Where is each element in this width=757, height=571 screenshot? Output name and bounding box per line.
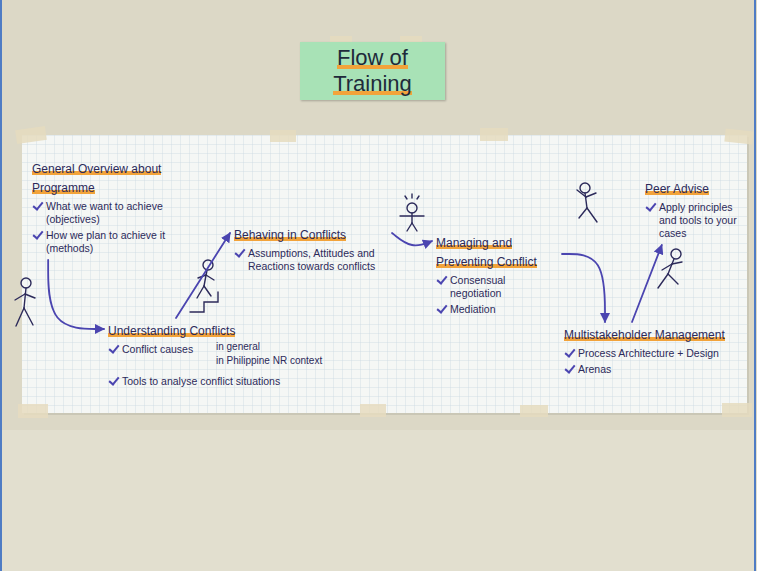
checklist-item: Process Architecture + Design <box>564 347 736 360</box>
tape-strips <box>15 36 753 418</box>
step-heading: Multistakeholder Management <box>564 328 725 342</box>
training-step: Managing and Preventing ConflictConsensu… <box>432 230 562 321</box>
balancing-figure <box>400 194 424 231</box>
checklist-item: Apply principles and tools to your cases <box>645 201 741 240</box>
title-text: Flow of Training <box>333 45 412 96</box>
flow-arrow <box>48 260 104 329</box>
sub-item-text: in Philippine NR context <box>216 355 340 367</box>
checklist-item: Tools to analyse conflict situations <box>108 375 340 388</box>
step-heading: Understanding Conflicts <box>108 324 235 338</box>
walking-figure <box>15 278 35 326</box>
flipchart-paper <box>22 135 747 413</box>
checklist-item: Mediation <box>436 303 558 316</box>
title-card: Flow of Training <box>300 42 445 100</box>
training-step: Multistakeholder ManagementProcess Archi… <box>560 322 740 381</box>
stick-figures <box>15 183 682 326</box>
checklist-item: How we plan to achieve it (methods) <box>32 229 179 255</box>
running-figure <box>658 249 682 288</box>
wall-lower <box>0 430 757 571</box>
jumping-figure <box>577 183 597 222</box>
flow-arrow <box>562 254 605 322</box>
training-step: General Overview about ProgrammeWhat we … <box>28 156 183 260</box>
checklist-item: Consensual negotiation <box>436 274 558 300</box>
training-step: Understanding ConflictsConflict causesin… <box>104 318 344 393</box>
checklist-item: Arenas <box>564 363 736 376</box>
step-heading: Peer Advise <box>645 182 709 196</box>
checklist-item: Assumptions, Attitudes and Reactions tow… <box>234 247 388 273</box>
training-step: Behaving in ConflictsAssumptions, Attitu… <box>230 222 392 278</box>
frame-line <box>754 0 756 571</box>
training-step: Peer AdviseApply principles and tools to… <box>641 176 745 245</box>
flow-arrow <box>392 233 432 245</box>
flow-arrow <box>632 245 662 322</box>
frame-line <box>0 0 2 571</box>
step-heading: General Overview about Programme <box>32 162 161 195</box>
climbing-figure <box>190 260 218 312</box>
checklist-item: What we want to achieve (objectives) <box>32 200 179 226</box>
paper-grid <box>22 135 747 413</box>
step-heading: Managing and Preventing Conflict <box>436 236 537 269</box>
flow-arrow <box>176 233 230 318</box>
step-heading: Behaving in Conflicts <box>234 228 346 242</box>
sub-item-text: in general <box>216 341 340 353</box>
